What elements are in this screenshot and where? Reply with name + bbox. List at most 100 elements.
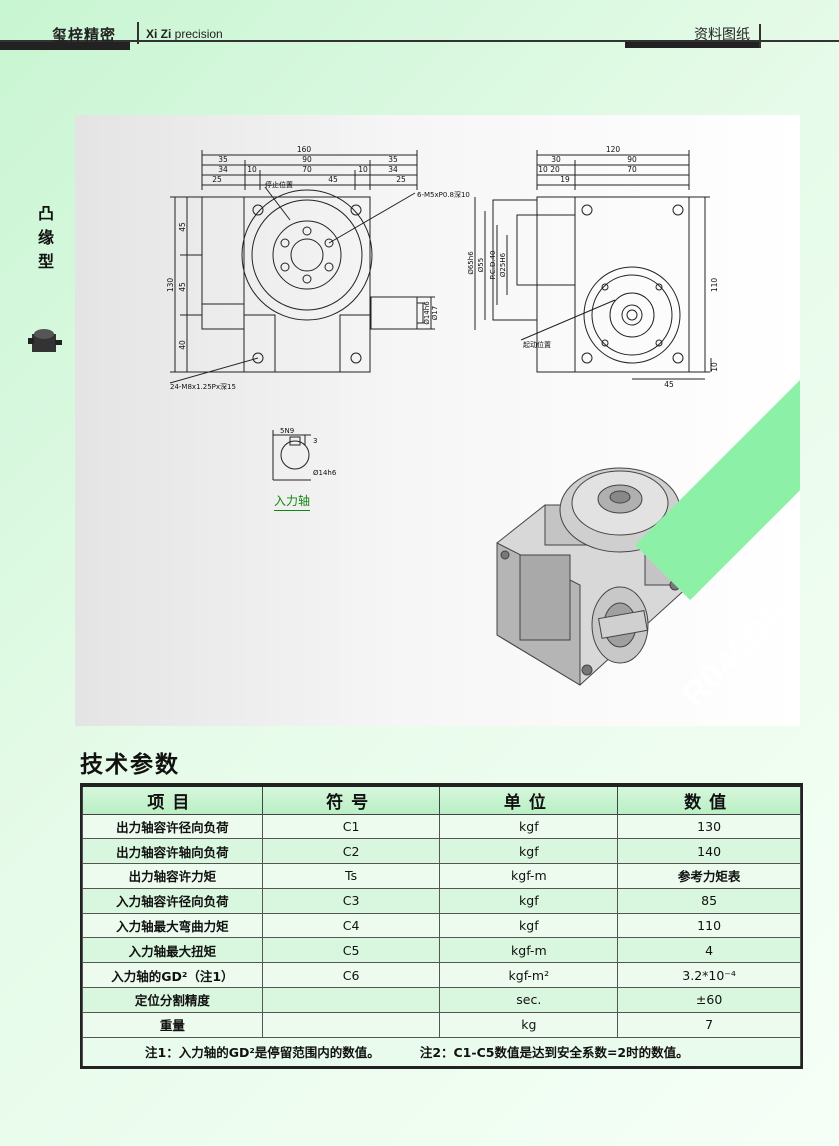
dim-front-6: 70: [302, 165, 312, 174]
row-symbol: [261, 987, 441, 1013]
dim-front-left-2: 130: [166, 278, 175, 293]
dim-side-2: 90: [627, 155, 637, 164]
dim-shaft-dia: Ø14h6: [313, 469, 337, 477]
header-bar-left: [0, 42, 130, 50]
row-symbol: C2: [261, 838, 441, 865]
row-item: 出力轴容许力矩: [82, 863, 263, 889]
row-unit: kg: [439, 1011, 619, 1038]
dim-front-left-3: 40: [178, 340, 187, 350]
row-unit: kgf: [439, 887, 619, 914]
row-unit: kgf: [439, 813, 619, 840]
dim-side-0: 120: [606, 145, 621, 154]
row-value: 4: [617, 937, 801, 964]
row-unit: kgf-m: [439, 863, 619, 889]
document-type: 资料图纸: [694, 27, 750, 43]
dim-side-4: 20: [550, 165, 560, 174]
dim-front-5: 10: [247, 165, 257, 174]
row-item: 入力轴最大扭矩: [82, 937, 263, 964]
indexer-thumbnail-icon: [28, 329, 62, 352]
row-unit: kgf: [439, 912, 619, 939]
header-item: 项目: [82, 785, 263, 815]
row-value: 110: [617, 912, 801, 939]
header-tick: [759, 24, 761, 48]
brand-english: Xi Zi precision: [146, 27, 223, 41]
dim-side-left-3: Ø25H6: [499, 252, 507, 277]
row-symbol: C4: [261, 912, 441, 939]
row-unit: kgf: [439, 838, 619, 865]
dim-side-6: 19: [560, 175, 570, 184]
dim-front-left-0: 45: [178, 222, 187, 232]
row-value: 参考力矩表: [617, 863, 801, 889]
row-item: 定位分割精度: [82, 987, 263, 1013]
brand-logo-text: 玺梓精密: [52, 26, 117, 44]
dim-front-10: 45: [328, 175, 338, 184]
header-bar-right: [625, 42, 760, 48]
row-item: 重量: [82, 1011, 263, 1038]
dim-front-3: 35: [388, 155, 398, 164]
dim-front-7: 10: [358, 165, 368, 174]
row-symbol: C6: [261, 962, 441, 989]
row-unit: sec.: [439, 987, 619, 1013]
callout-shaft-dia-2: Ø17: [431, 306, 439, 320]
dim-shaft-key: 5N9: [280, 427, 294, 435]
notes-cell: 注1：入力轴的GD²是停留范围内的数值。 注2：C1-C5数值是达到安全系数=2时…: [82, 1036, 801, 1069]
row-symbol: Ts: [261, 863, 441, 889]
dim-front-1: 35: [218, 155, 228, 164]
dim-front-4: 34: [218, 165, 228, 174]
row-symbol: C3: [261, 887, 441, 914]
brand-en-rest: precision: [171, 27, 223, 41]
header-unit: 单位: [439, 785, 619, 815]
brand-separator: [137, 22, 139, 44]
callout-stop-position: 停止位置: [265, 180, 293, 189]
dim-side-right-1: 10: [710, 362, 719, 372]
shaft-detail: [272, 430, 311, 481]
row-value: ±60: [617, 987, 801, 1013]
table-row: 定位分割精度 sec.±60: [82, 987, 801, 1013]
callout-tap-holes-top: 6-M5xP0.8深10: [417, 190, 470, 199]
row-value: 140: [617, 838, 801, 865]
header-value: 数值: [617, 785, 801, 815]
header-rule: [0, 40, 839, 42]
technical-drawing: 160 35 90 35 34 10 70 10 34 25 45 25 45 …: [166, 145, 719, 686]
row-symbol: [261, 1011, 441, 1038]
dim-shaft-key-depth: 3: [313, 437, 317, 445]
dim-side-3: 10: [538, 165, 548, 174]
front-view: [169, 150, 435, 384]
dim-side-left-0: Ø65h6: [467, 251, 475, 275]
dim-front-8: 34: [388, 165, 398, 174]
dim-front-11: 25: [396, 175, 406, 184]
dim-front-2: 90: [302, 155, 312, 164]
dim-side-left-1: Ø55: [477, 258, 485, 272]
note-1: 注1：入力轴的GD²是停留范围内的数值。: [145, 1045, 380, 1061]
note-2: 注2：C1-C5数值是达到安全系数=2时的数值。: [419, 1045, 689, 1061]
spec-section-title: 技术参数: [80, 752, 180, 778]
dim-side-5: 70: [627, 165, 637, 174]
row-item: 入力轴最大弯曲力矩: [82, 912, 263, 939]
dim-side-right-2: 45: [664, 380, 674, 389]
category-label: 凸缘型: [37, 204, 54, 271]
dim-side-left-2: P.C.D.40: [489, 251, 497, 280]
header-symbol: 符号: [261, 785, 441, 815]
row-item: 入力轴容许径向负荷: [82, 887, 263, 914]
callout-start-position: 起动位置: [523, 340, 551, 349]
row-unit: kgf-m: [439, 937, 619, 964]
row-value: 85: [617, 887, 801, 914]
dim-front-0: 160: [297, 145, 312, 154]
dim-front-9: 25: [212, 175, 222, 184]
row-item: 出力轴容许径向负荷: [82, 813, 263, 840]
callout-tap-holes-bottom: 24-M8x1.25Px深15: [170, 382, 236, 391]
spec-header-row: 项目 符号 单位 数值: [82, 785, 801, 815]
side-view: [474, 150, 712, 380]
dim-side-1: 30: [551, 155, 561, 164]
row-item: 入力轴的GD²（注1）: [82, 962, 263, 989]
